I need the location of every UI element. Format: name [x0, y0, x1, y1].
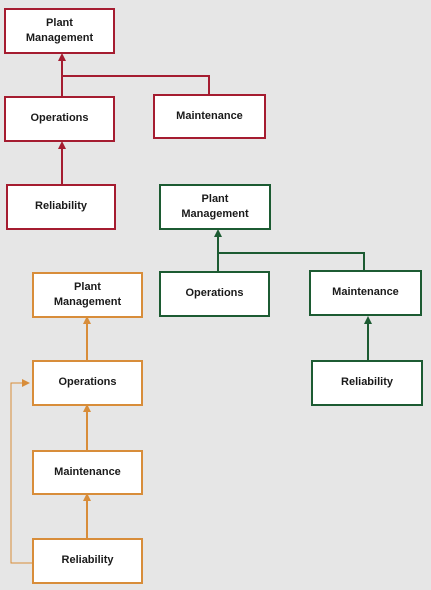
orange-plant-management-box: Plant Management — [32, 272, 143, 318]
orange-operations-box: Operations — [32, 360, 143, 406]
red-plant-management-box: Plant Management — [4, 8, 115, 54]
green-maintenance-box: Maintenance — [309, 270, 422, 316]
green-plant-management-box: Plant Management — [159, 184, 271, 230]
orange-maintenance-box: Maintenance — [32, 450, 143, 495]
orange-reliability-box: Reliability — [32, 538, 143, 584]
red-operations-box: Operations — [4, 96, 115, 142]
green-connectors — [214, 229, 372, 360]
green-reliability-box: Reliability — [311, 360, 423, 406]
red-connectors — [58, 53, 210, 184]
green-operations-box: Operations — [159, 271, 270, 317]
red-maintenance-box: Maintenance — [153, 94, 266, 139]
green-maintenance-connector — [218, 252, 365, 270]
red-maintenance-connector — [62, 75, 210, 94]
orange-reliability-feedback-connector — [10, 379, 32, 564]
red-reliability-box: Reliability — [6, 184, 116, 230]
